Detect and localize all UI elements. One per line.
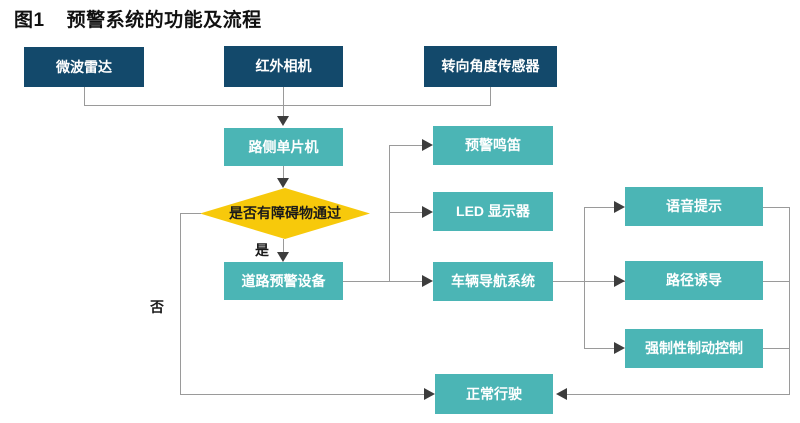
edge-label-no: 否 (150, 299, 164, 315)
node-label: 红外相机 (255, 58, 312, 75)
edge-brake-return (763, 348, 790, 349)
node-label: 预警鸣笛 (465, 137, 521, 154)
node-label: 正常行驶 (466, 385, 522, 402)
node-label: 语音提示 (666, 198, 722, 215)
arrow-to-route-guidance (614, 275, 625, 287)
arrow-to-led-display (422, 206, 433, 218)
edge-camera-to-controller (283, 87, 284, 117)
node-obstacle-check[interactable]: 是否有障碍物通过 (200, 188, 370, 239)
edge-nav-trunk (584, 207, 585, 349)
node-vehicle-navigation-system[interactable]: 车辆导航系统 (433, 262, 553, 301)
edge-trunk-to-led (389, 212, 425, 213)
edge-guidance-return (763, 281, 790, 282)
node-label: 道路预警设备 (241, 272, 326, 289)
edge-mcu-to-decision (283, 166, 284, 179)
node-label: 路径诱导 (666, 272, 722, 289)
edge-nav-out (553, 281, 625, 282)
edge-steering-drop (490, 87, 491, 106)
edge-trunk-to-brake (584, 348, 617, 349)
edge-decision-no-out (180, 213, 201, 214)
node-road-warning-device[interactable]: 道路预警设备 (224, 262, 343, 300)
node-infrared-camera[interactable]: 红外相机 (224, 46, 343, 87)
node-label: 路侧单片机 (248, 138, 319, 155)
edge-output-trunk (389, 145, 390, 282)
node-route-guidance[interactable]: 路径诱导 (625, 261, 763, 300)
arrow-to-voice-prompt (614, 201, 625, 213)
node-label: 强制性制动控制 (645, 340, 743, 357)
node-warning-horn[interactable]: 预警鸣笛 (433, 126, 553, 165)
node-label: 是否有障碍物通过 (229, 205, 341, 222)
figure-title-text: 预警系统的功能及流程 (66, 10, 262, 31)
edge-decision-yes (283, 239, 284, 255)
edge-voice-return (763, 207, 790, 208)
edge-sensor-bus (84, 105, 491, 106)
arrow-return-into-normal-driving (556, 388, 567, 400)
node-label: LED 显示器 (456, 203, 530, 220)
node-led-display[interactable]: LED 显示器 (433, 192, 553, 231)
figure-number: 图1 (14, 10, 45, 31)
arrow-yes-to-road-device (277, 252, 289, 262)
edge-device-out (343, 281, 425, 282)
edge-no-down (180, 213, 181, 394)
edge-label-yes: 是 (255, 242, 269, 258)
node-microwave-radar[interactable]: 微波雷达 (24, 47, 144, 87)
node-label: 转向角度传感器 (441, 58, 540, 75)
edge-return-trunk (789, 207, 790, 395)
node-steering-angle-sensor[interactable]: 转向角度传感器 (424, 46, 557, 87)
node-roadside-mcu[interactable]: 路侧单片机 (224, 128, 343, 166)
edge-return-to-terminal (565, 394, 790, 395)
arrow-to-roadside-mcu (277, 116, 289, 126)
arrow-to-vehicle-navigation (422, 275, 433, 287)
node-voice-prompt[interactable]: 语音提示 (625, 187, 763, 226)
arrow-to-warning-horn (422, 139, 433, 151)
node-normal-driving[interactable]: 正常行驶 (435, 374, 553, 414)
edge-radar-drop (84, 87, 85, 106)
node-label: 微波雷达 (56, 58, 112, 75)
arrow-to-forced-brake-control (614, 342, 625, 354)
edge-no-to-terminal (180, 394, 425, 395)
arrow-to-decision (277, 178, 289, 188)
edge-trunk-to-horn (389, 145, 425, 146)
edge-trunk-to-voice (584, 207, 617, 208)
node-label: 车辆导航系统 (451, 273, 535, 290)
figure-title: 图1 预警系统的功能及流程 (14, 5, 262, 32)
arrow-no-into-normal-driving (424, 388, 435, 400)
node-forced-brake-control[interactable]: 强制性制动控制 (625, 329, 763, 368)
